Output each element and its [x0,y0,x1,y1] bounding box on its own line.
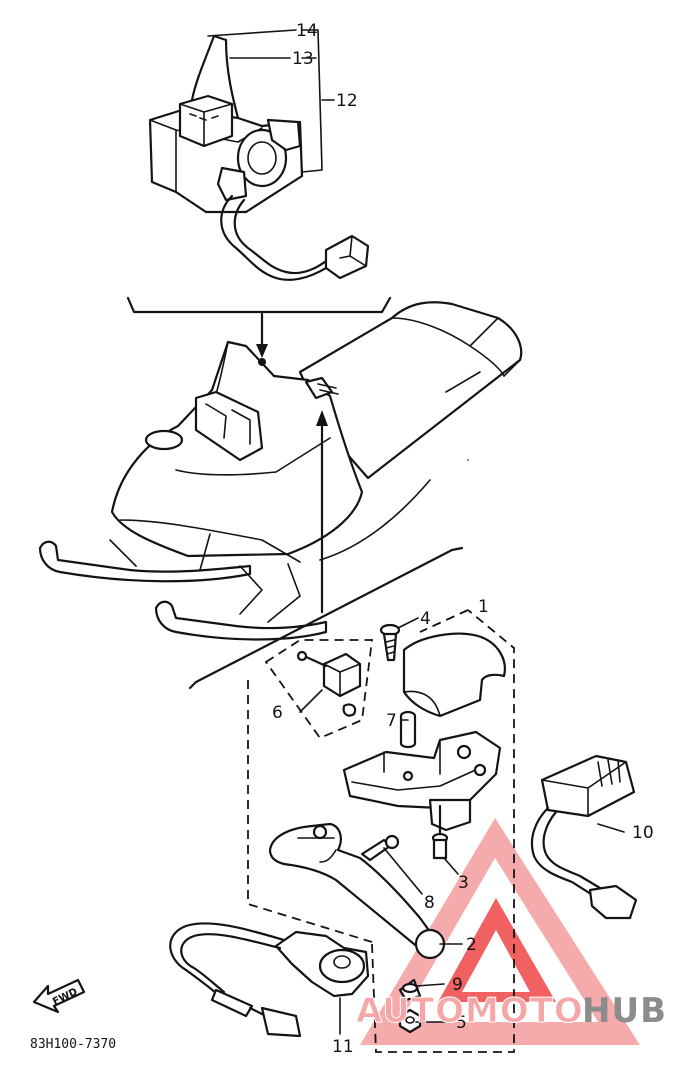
callout-1: 1 [478,597,489,617]
part-8-screw [360,834,400,862]
callout-labels: 14 13 12 1 4 6 7 3 8 2 9 5 10 11 [272,21,654,1057]
part-5-nut [398,1008,422,1034]
part-9-washer [398,978,422,1002]
callout-7: 7 [386,711,397,731]
leader-lines [207,29,625,1035]
part-3-bolt [431,804,449,860]
part-4-screw [379,623,401,662]
callout-10: 10 [632,823,654,843]
assembly-outline-1 [247,609,515,1053]
drawing-code: 83H100-7370 [30,1037,116,1052]
snowmobile-illustration [38,301,523,641]
callout-8: 8 [424,893,435,913]
sub-assembly-outline-6 [264,639,374,740]
callout-9: 9 [452,975,463,995]
callout-2: 2 [466,935,477,955]
part-10-connector [530,754,638,920]
watermark-logo [360,818,640,1045]
callout-5: 5 [456,1013,467,1033]
callout-3: 3 [458,873,469,893]
callout-11: 11 [332,1037,354,1057]
throttle-lever-cover [402,632,506,718]
callout-12: 12 [336,91,358,111]
throttle-lever [268,822,438,950]
callout-6: 6 [272,703,283,723]
watermark-text: AUTOMOTO HUB [356,991,667,1032]
separator-line [188,546,464,690]
part-7-collar [399,710,417,749]
part-6-bracket [296,650,362,717]
forward-direction-marker: FWD [32,978,86,1014]
part-11-throttle-sensor [169,922,370,1038]
callout-14: 14 [296,21,318,41]
watermark-hub: HUB [582,991,667,1031]
callout-13: 13 [292,49,314,69]
mounting-bracket-indicator [126,296,392,358]
control-unit-assembly-12 [148,34,370,281]
location-arrow [316,410,328,614]
lever-base-plate [342,730,502,832]
callout-4: 4 [420,609,431,629]
watermark-automoto: AUTOMOTO [356,991,584,1031]
